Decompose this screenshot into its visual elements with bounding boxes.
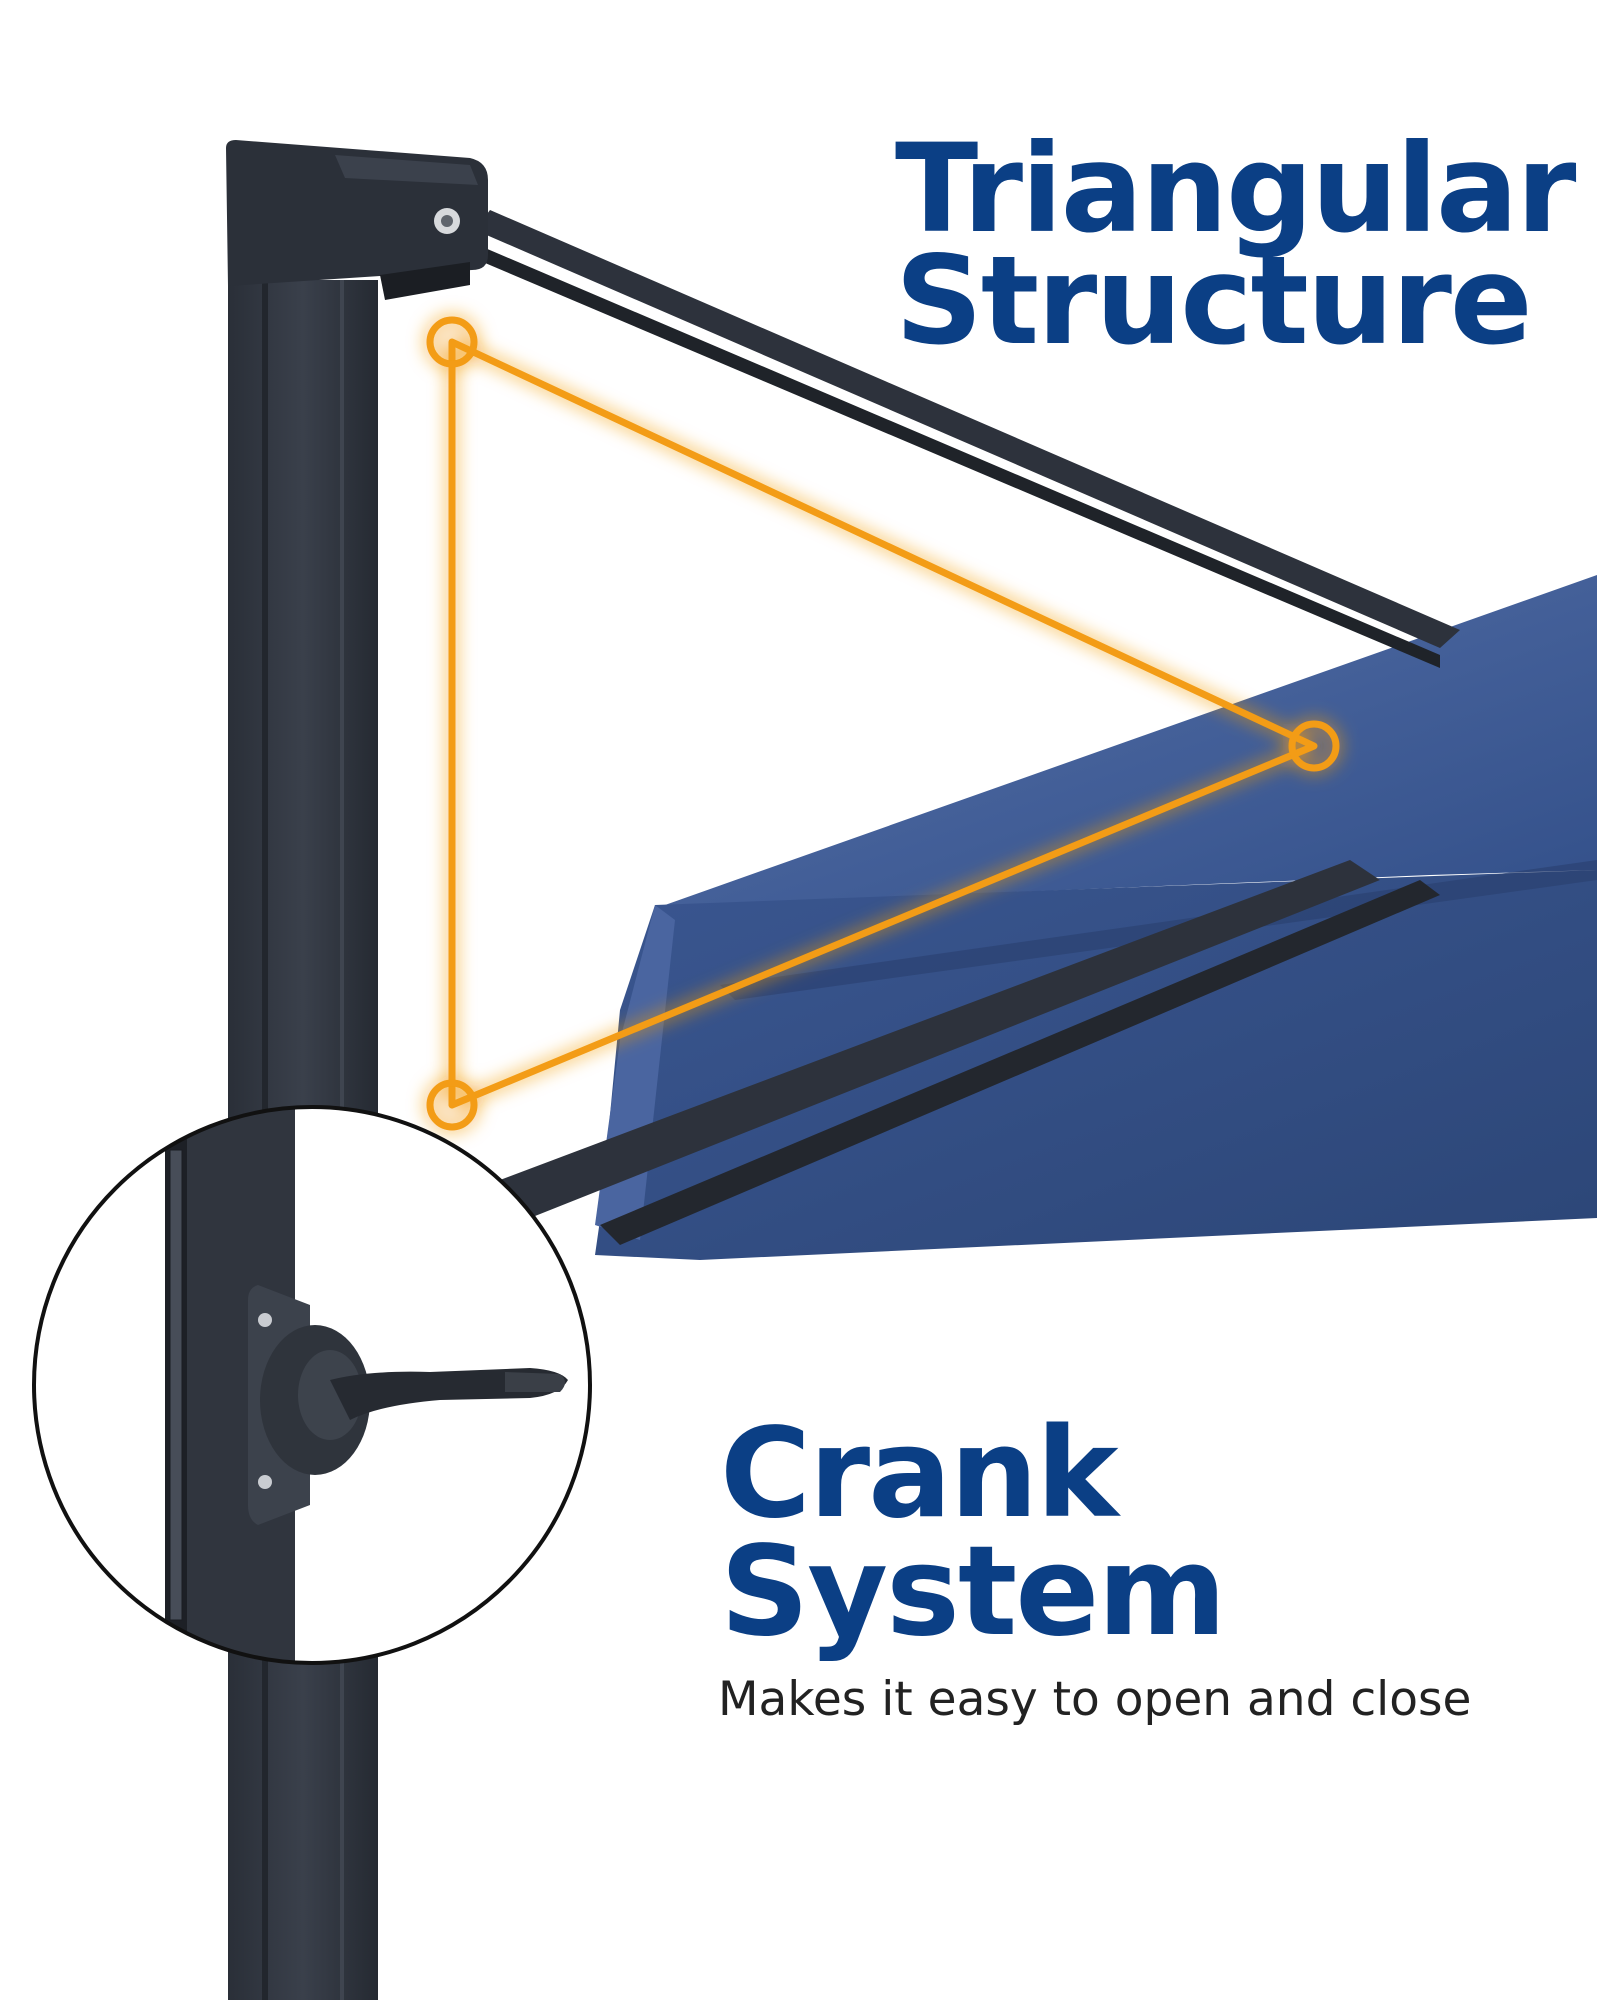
heading-crank: Crank — [720, 1402, 1119, 1546]
heading-structure: Structure — [895, 230, 1533, 372]
umbrella-canopy — [595, 575, 1597, 1260]
umbrella-arms — [475, 210, 1460, 1245]
heading-system: System — [720, 1520, 1227, 1664]
pole-vent-slots — [169, 1149, 183, 1621]
heading-triangular: Triangular — [895, 118, 1576, 260]
triangle-outline-icon — [426, 316, 1340, 1131]
crank-detail-lens — [32, 1105, 592, 1665]
crank-subtitle: Makes it easy to open and close — [718, 1672, 1472, 1727]
crank-handle-icon — [248, 1285, 568, 1525]
